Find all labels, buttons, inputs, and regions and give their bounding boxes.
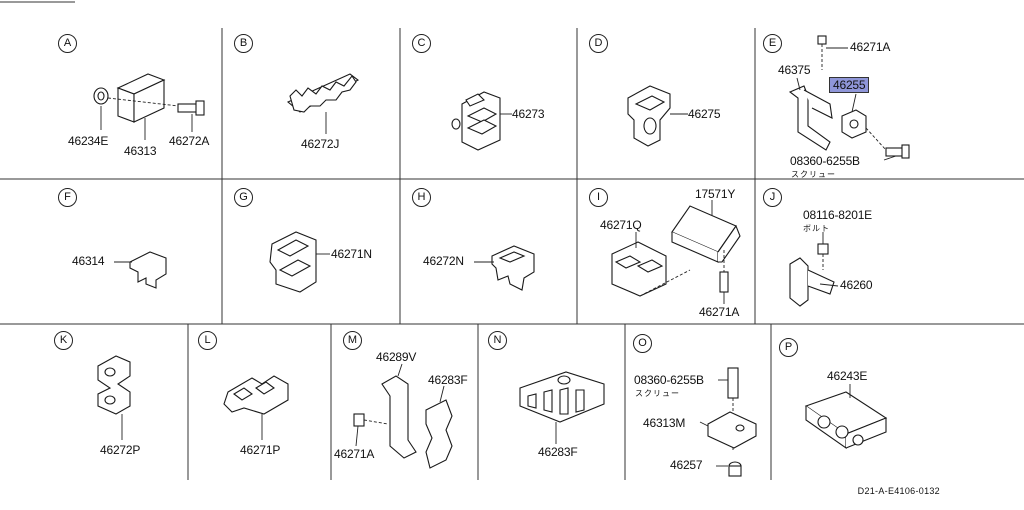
part-number-label[interactable]: 46271A (699, 305, 740, 319)
part-number-label[interactable]: 46283F (428, 373, 468, 387)
part-number-label[interactable]: 46283F (538, 445, 578, 459)
section-letter: F (58, 188, 77, 207)
part-number-label[interactable]: 46271A (334, 447, 375, 461)
part-number-label[interactable]: 46260 (840, 278, 873, 292)
part-number-label[interactable]: 46272P (100, 443, 141, 457)
part-drawing-c (451, 91, 512, 151)
part-drawing-j (789, 232, 839, 307)
section-letter: J (763, 188, 782, 207)
part-drawing-d (627, 85, 688, 147)
part-drawing-i (611, 200, 741, 304)
part-drawing-g (269, 231, 330, 293)
part-number-label[interactable]: 46375 (778, 63, 811, 77)
part-drawing-f (114, 251, 167, 289)
part-number-label[interactable]: 46272N (423, 254, 464, 268)
section-letter: L (198, 331, 217, 350)
part-number-label[interactable]: 46271N (331, 247, 372, 261)
part-drawing-a (93, 73, 205, 140)
highlighted-part-label[interactable]: 46255 (829, 77, 870, 93)
part-number-label[interactable]: 08116-8201E (803, 208, 872, 222)
part-number-label[interactable]: 08360-6255B (790, 154, 860, 168)
part-description-label: スクリュー (791, 170, 836, 179)
section-letter: I (589, 188, 608, 207)
part-number-label[interactable]: 46271Q (600, 218, 642, 232)
part-number-label[interactable]: 46275 (688, 107, 721, 121)
part-number-label[interactable]: 08360-6255B (634, 373, 704, 387)
section-letter: G (234, 188, 253, 207)
part-drawing-k (97, 355, 131, 440)
part-number-label[interactable]: 46271P (240, 443, 281, 457)
part-number-label[interactable]: 17571Y (695, 187, 736, 201)
section-letter: B (234, 34, 253, 53)
part-number-label[interactable]: 46257 (670, 458, 703, 472)
part-drawing-h (474, 245, 535, 291)
part-drawing-e (788, 35, 910, 161)
part-number-label[interactable]: 46272J (301, 137, 340, 151)
section-letter: H (412, 188, 431, 207)
section-letter: P (779, 338, 798, 357)
part-number-label[interactable]: 46313 (124, 144, 157, 158)
part-number-label[interactable]: 46271A (850, 40, 891, 54)
grid-lines (0, 1, 1024, 480)
part-description-label: ボルト (803, 224, 830, 233)
part-drawing-p (804, 384, 888, 450)
part-number-label[interactable]: 46273 (512, 107, 545, 121)
part-description-label: スクリュー (635, 389, 680, 398)
section-letter: M (343, 331, 362, 350)
part-drawing-o (699, 367, 757, 477)
part-number-label[interactable]: 46313M (643, 416, 686, 430)
section-letter: C (412, 34, 431, 53)
section-letter: N (488, 331, 507, 350)
diagram-code-label: D21-A-E4106-0132 (857, 486, 940, 496)
section-letter: A (58, 34, 77, 53)
section-letter: O (633, 334, 652, 353)
part-number-label[interactable]: 46243E (827, 369, 868, 383)
part-number-label[interactable]: 46234E (68, 134, 109, 148)
part-drawing-m (353, 363, 453, 469)
part-number-label[interactable]: 46272A (169, 134, 210, 148)
part-number-label[interactable]: 46289V (376, 350, 417, 364)
part-drawing-n (519, 371, 605, 444)
part-drawing-b (286, 73, 360, 134)
section-letter: K (54, 331, 73, 350)
part-drawing-l (223, 375, 289, 440)
section-letter: E (763, 34, 782, 53)
section-letter: D (589, 34, 608, 53)
part-number-label[interactable]: 46314 (72, 254, 105, 268)
